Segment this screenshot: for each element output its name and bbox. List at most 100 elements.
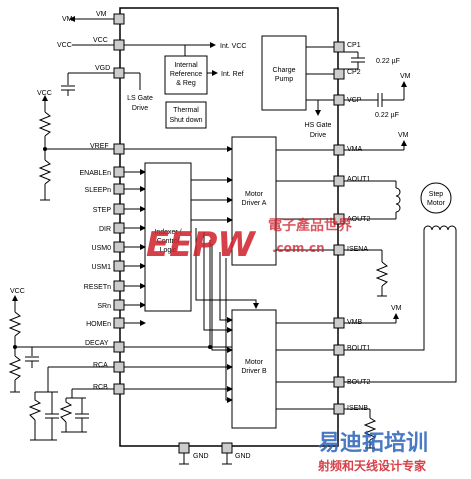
svg-text:Drive: Drive	[310, 132, 326, 139]
pin-aout2: AOUT2	[276, 212, 397, 225]
pin-isenb: ISENB	[276, 403, 377, 449]
svg-text:Internal: Internal	[174, 62, 198, 69]
pin-homen: HOMEn	[86, 317, 146, 329]
svg-text:Pump: Pump	[275, 76, 293, 83]
svg-text:Thermal: Thermal	[173, 107, 199, 114]
pin-rcb: RCB	[59, 383, 233, 433]
motor-driver-a-block: Motor Driver A	[231, 136, 277, 266]
step-motor-symbol: Step Motor	[420, 182, 452, 214]
gnd-pin-2: GND	[221, 442, 251, 465]
pin-bout1: BOUT1	[276, 240, 425, 356]
pin-vma: VMA VM	[276, 132, 409, 156]
vm-external-label: VM	[62, 16, 73, 23]
int-vcc-label: Int. VCC	[220, 43, 246, 50]
svg-text:Step: Step	[429, 191, 444, 198]
svg-text:AOUT1: AOUT1	[347, 176, 370, 183]
svg-text:Logic: Logic	[160, 247, 177, 254]
svg-text:CP2: CP2	[347, 69, 361, 76]
pin-vref: VREF	[90, 143, 233, 155]
svg-text:Driver B: Driver B	[241, 368, 267, 375]
pin-rca: RCA	[28, 361, 233, 441]
motor-driver-b-block: Motor Driver B	[231, 309, 277, 429]
svg-text:Control: Control	[157, 238, 180, 245]
coil-b	[423, 225, 457, 240]
svg-text:HS Gate: HS Gate	[305, 122, 332, 129]
pin-vcc: VCC VCC Int. VCC	[57, 37, 246, 51]
svg-text:易迪拓培训: 易迪拓培训	[318, 430, 428, 456]
pin-dir: DIR	[99, 222, 146, 234]
pin-usm1: USM1	[92, 260, 146, 272]
eepw-watermark: EEPW 電子產品世界 .com.cn	[146, 217, 353, 265]
pin-bout2: BOUT2	[276, 240, 457, 388]
hs-gate-drive-label: HS Gate Drive	[305, 100, 332, 139]
svg-text:RCA: RCA	[93, 362, 108, 369]
pin-decay: VCC DECAY	[8, 240, 232, 393]
pin-pad	[113, 317, 125, 329]
vm-supply-vcp-label: VM	[400, 73, 411, 80]
pin-vm: VM VM	[62, 11, 125, 25]
svg-text:CP1: CP1	[347, 42, 361, 49]
pin-pad	[113, 280, 125, 292]
coil-a	[395, 187, 401, 213]
svg-text:LS Gate: LS Gate	[127, 95, 153, 102]
internal-reference-block: Internal Reference & Reg Int. Ref	[164, 45, 244, 95]
thermal-shutdown-block: Thermal Shut down	[165, 101, 207, 129]
svg-text:電子產品世界: 電子產品世界	[268, 217, 353, 234]
pin-usm0: USM0	[92, 241, 146, 253]
pin-label: RESETn	[84, 284, 111, 291]
pin-vcp: VCP VM 0.22 µF	[333, 73, 411, 119]
svg-text:RCB: RCB	[93, 384, 108, 391]
pin-pad	[113, 222, 125, 234]
pin-label: SLEEPn	[85, 187, 112, 194]
svg-text:Motor: Motor	[245, 359, 264, 366]
svg-text:VREF: VREF	[90, 143, 109, 150]
svg-text:GND: GND	[193, 453, 209, 460]
svg-text:Driver A: Driver A	[242, 200, 267, 207]
svg-text:射频和天线设计专家: 射频和天线设计专家	[317, 458, 427, 473]
pin-label: HOMEn	[86, 321, 111, 328]
int-ref-label: Int. Ref	[221, 71, 244, 78]
vcc-decay-source-label: VCC	[10, 288, 25, 295]
svg-text:BOUT1: BOUT1	[347, 345, 370, 352]
svg-text:Shut down: Shut down	[169, 117, 202, 124]
cp-capacitor-label: 0.22 µF	[376, 58, 400, 65]
pin-aout1: AOUT1	[276, 175, 397, 188]
pin-pad	[113, 260, 125, 272]
rf-watermark: 易迪拓培训 射频和天线设计专家	[317, 430, 428, 473]
indexer-block: Indexer / Control Logic	[144, 162, 192, 312]
pin-vgd: VGD	[61, 65, 141, 96]
pin-enablen: ENABLEn	[79, 166, 146, 178]
pin-label: USM1	[92, 264, 112, 271]
pin-step: STEP	[93, 203, 146, 215]
svg-text:Indexer /: Indexer /	[154, 229, 181, 236]
vm-supply-vma-label: VM	[398, 132, 409, 139]
pin-pad	[113, 183, 125, 195]
pin-pad	[113, 166, 125, 178]
svg-text:& Reg: & Reg	[176, 80, 196, 87]
svg-text:Motor: Motor	[245, 191, 264, 198]
pin-pad	[113, 203, 125, 215]
svg-text:GND: GND	[235, 453, 251, 460]
pin-cp1: CP1 0.22 µF	[333, 41, 400, 69]
pin-resetn: RESETn	[84, 280, 146, 292]
pin-cp2: CP2	[333, 68, 361, 80]
svg-text:.com.cn: .com.cn	[272, 241, 325, 255]
pin-srn: SRn	[97, 299, 146, 311]
pin-label: SRn	[97, 303, 111, 310]
pin-isena: ISENA	[276, 244, 389, 297]
svg-text:EEPW: EEPW	[146, 225, 256, 265]
vref-divider: VCC	[37, 90, 114, 201]
ls-gate-drive-label: LS Gate Drive	[127, 95, 153, 112]
pin-sleepn: SLEEPn	[85, 183, 146, 195]
pin-pad	[113, 241, 125, 253]
pin-label: ENABLEn	[79, 170, 111, 177]
pin-vmb: VMB VM	[276, 305, 402, 329]
pin-label: USM0	[92, 245, 112, 252]
svg-text:Charge: Charge	[273, 67, 296, 74]
svg-text:Drive: Drive	[132, 105, 148, 112]
vcp-capacitor-label: 0.22 µF	[375, 112, 399, 119]
pin-label: DIR	[99, 226, 111, 233]
vcc-pin-label: VCC	[93, 37, 108, 44]
